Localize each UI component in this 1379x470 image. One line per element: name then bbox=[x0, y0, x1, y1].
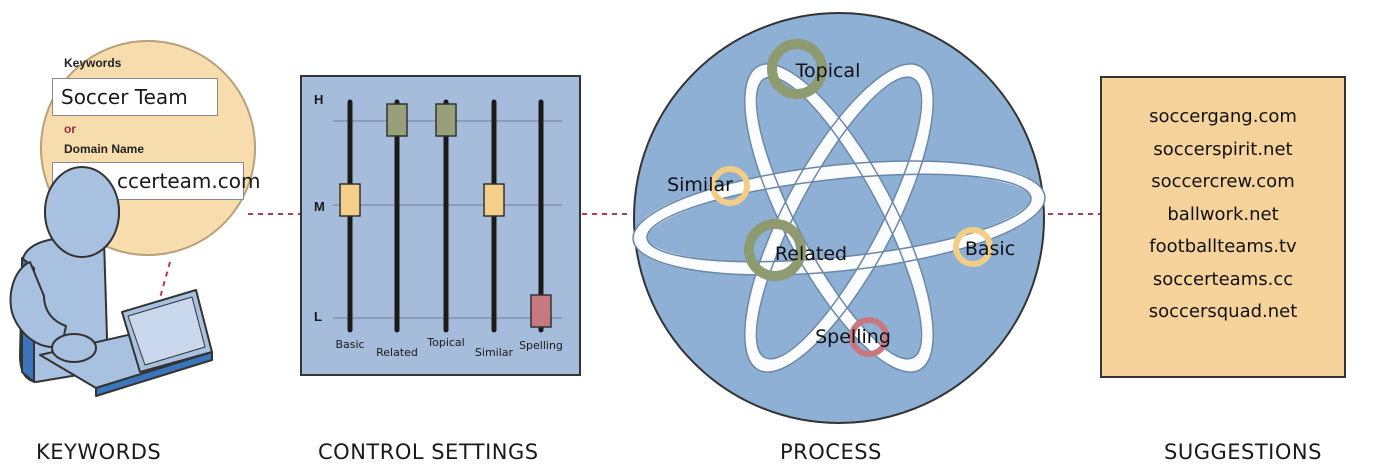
domain-name-label: Domain Name bbox=[64, 142, 145, 156]
suggestions-caption: SUGGESTIONS bbox=[1164, 440, 1322, 464]
suggestion-item[interactable]: soccerteams.cc bbox=[1152, 268, 1294, 290]
connector-bubble-person bbox=[157, 261, 171, 306]
process-node-label-similar: Similar bbox=[667, 174, 733, 196]
process-node-label-basic: Basic bbox=[964, 238, 1016, 260]
slider-handle-related[interactable] bbox=[386, 103, 408, 137]
process-node-label-related: Related bbox=[774, 243, 848, 265]
process-caption: PROCESS bbox=[780, 440, 882, 464]
suggestions-panel bbox=[1100, 76, 1346, 378]
suggestion-item[interactable]: footballteams.tv bbox=[1149, 236, 1297, 257]
keywords-label: Keywords bbox=[64, 56, 122, 70]
slider-handle-similar[interactable] bbox=[483, 183, 505, 217]
control-settings-caption: CONTROL SETTINGS bbox=[318, 440, 539, 464]
process-node-related bbox=[744, 219, 806, 281]
slider-handle-topical[interactable] bbox=[435, 103, 457, 137]
slider-label-topical: Topical bbox=[427, 336, 465, 349]
suggestion-item[interactable]: soccergang.com bbox=[1149, 106, 1297, 127]
slider-label-similar: Similar bbox=[474, 346, 514, 359]
slider-spelling[interactable] bbox=[530, 99, 552, 333]
process-node-label-spelling: Spelling bbox=[815, 326, 891, 348]
level-label-h: H bbox=[314, 92, 324, 107]
process-node-similar bbox=[710, 166, 750, 206]
slider-similar[interactable] bbox=[483, 99, 505, 333]
process-node-topical bbox=[767, 39, 827, 99]
process-globe bbox=[632, 12, 1046, 424]
slider-basic[interactable] bbox=[339, 99, 361, 333]
suggestion-item[interactable]: soccerspirit.net bbox=[1153, 138, 1293, 160]
slider-label-basic: Basic bbox=[335, 338, 365, 351]
level-label-l: L bbox=[314, 309, 322, 324]
slider-handle-basic[interactable] bbox=[339, 183, 361, 217]
keywords-caption: KEYWORDS bbox=[36, 440, 162, 464]
suggestion-item[interactable]: soccercrew.com bbox=[1151, 171, 1295, 192]
slider-related[interactable] bbox=[386, 99, 408, 333]
suggestion-item[interactable]: soccersquad.net bbox=[1148, 301, 1298, 322]
slider-label-spelling: Spelling bbox=[519, 339, 563, 352]
keywords-input[interactable]: Soccer Team bbox=[52, 78, 218, 116]
process-node-label-topical: Topical bbox=[795, 60, 861, 82]
process-node-basic bbox=[953, 227, 993, 267]
level-label-m: M bbox=[314, 199, 325, 214]
person-head-icon bbox=[44, 166, 120, 258]
slider-handle-spelling[interactable] bbox=[530, 294, 552, 328]
or-label: or bbox=[64, 122, 76, 136]
suggestion-item[interactable]: ballwork.net bbox=[1167, 203, 1279, 225]
slider-label-related: Related bbox=[376, 346, 418, 359]
process-node-spelling bbox=[849, 317, 889, 357]
slider-topical[interactable] bbox=[435, 99, 457, 333]
